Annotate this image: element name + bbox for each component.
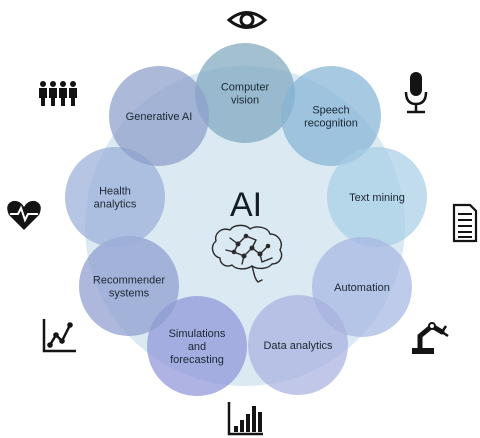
- heartbeat-icon: [7, 200, 41, 230]
- node-label: and: [188, 341, 206, 353]
- bar-chart-icon: [227, 402, 263, 436]
- node-circle: [109, 66, 209, 166]
- node-label: systems: [109, 288, 150, 300]
- node-circle: [312, 237, 412, 337]
- line-chart-icon: [42, 319, 76, 353]
- eye-icon: [226, 11, 268, 29]
- node-label: Text mining: [349, 192, 405, 204]
- node-label: Automation: [334, 282, 390, 294]
- node-circle: [248, 295, 348, 395]
- node-circle: [327, 147, 427, 247]
- node-generative-ai: Generative AI: [109, 66, 209, 166]
- node-automation: Automation: [312, 237, 412, 337]
- node-circle: [65, 147, 165, 247]
- node-circle: [79, 236, 179, 336]
- node-label: analytics: [94, 199, 137, 211]
- node-label: Computer: [221, 82, 270, 94]
- node-circle: [281, 66, 381, 166]
- document-icon: [452, 203, 478, 243]
- node-label: recognition: [304, 118, 358, 130]
- node-label: Simulations: [169, 328, 226, 340]
- node-label: Data analytics: [263, 340, 333, 352]
- robot-arm-icon: [412, 322, 449, 354]
- node-label: Health: [99, 186, 131, 198]
- node-data-analytics: Data analytics: [248, 295, 348, 395]
- node-label: vision: [231, 95, 259, 107]
- microphone-icon: [404, 72, 428, 114]
- node-label: Recommender: [93, 275, 165, 287]
- brain-icon: [211, 224, 283, 283]
- center-label: AI: [230, 186, 262, 224]
- node-label: forecasting: [170, 354, 224, 366]
- node-label: Speech: [312, 105, 349, 117]
- node-circle: [195, 43, 295, 143]
- node-text-mining: Text mining: [327, 147, 427, 247]
- people-icon: [39, 81, 77, 106]
- node-circle: [147, 296, 247, 396]
- node-label: Generative AI: [126, 111, 193, 123]
